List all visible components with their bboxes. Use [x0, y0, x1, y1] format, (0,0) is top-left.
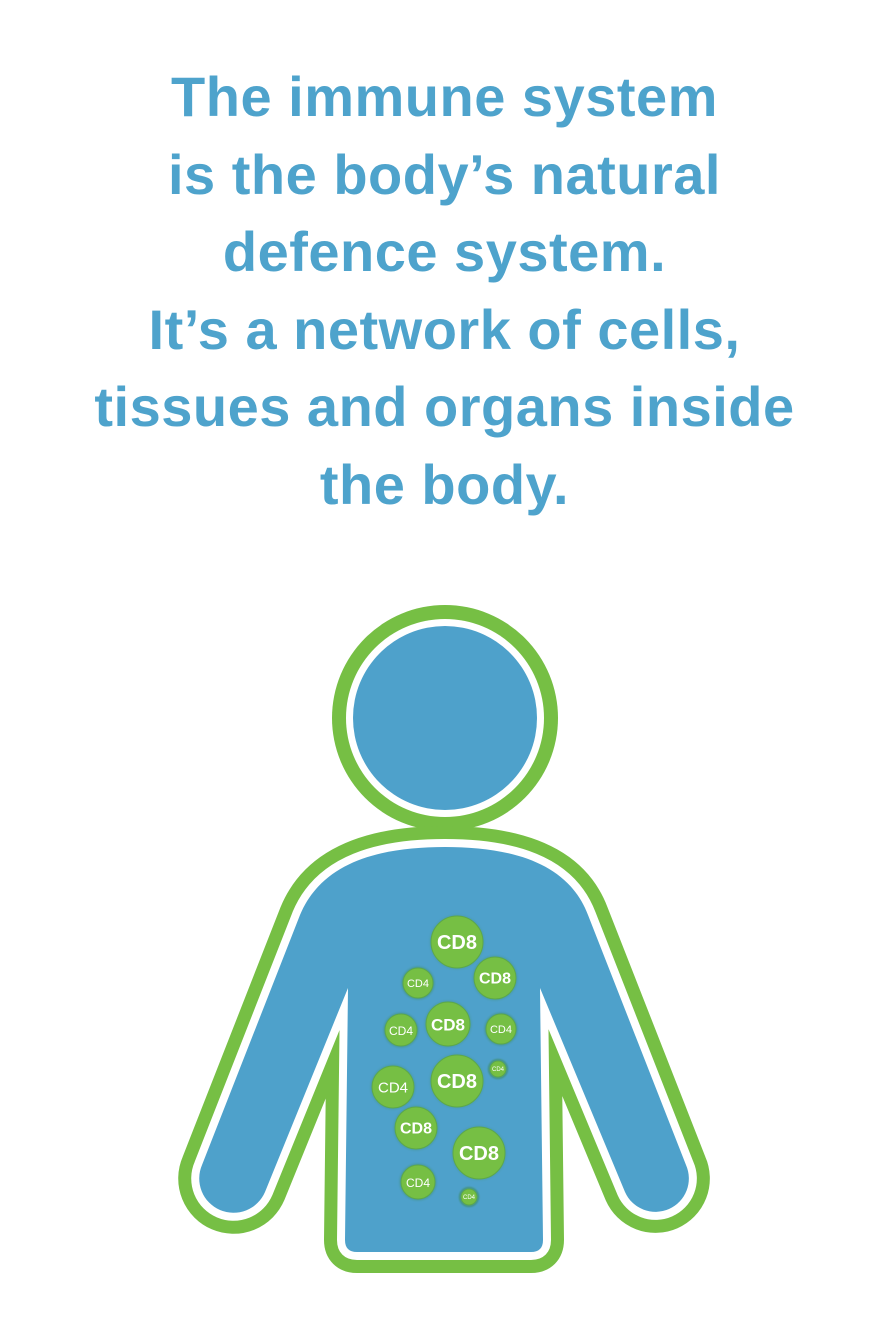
- cd8-cell: CD8: [449, 1123, 509, 1183]
- headline-line: the body.: [319, 452, 570, 516]
- cd4-cell: CD4: [368, 1062, 418, 1112]
- head: [332, 605, 558, 831]
- cell-label: CD8: [400, 1121, 432, 1138]
- headline: The immune system is the body’s natural …: [0, 58, 889, 523]
- cell-label: CD4: [463, 1195, 476, 1201]
- headline-line: It’s a network of cells,: [148, 297, 741, 361]
- cell-label: CD8: [431, 1016, 465, 1035]
- cd4-cell: CD4: [381, 1010, 421, 1050]
- cd8-cell: CD8: [470, 953, 520, 1003]
- cell-label: CD8: [437, 1071, 477, 1093]
- headline-line: is the body’s natural: [168, 142, 721, 206]
- cd4-cell: CD4: [482, 1010, 520, 1048]
- cd8-cell: CD8: [427, 1051, 487, 1111]
- cell-label: CD8: [479, 971, 511, 988]
- cd8-cell: CD8: [422, 998, 474, 1050]
- cd4-cell: CD4: [399, 964, 437, 1002]
- cell-label: CD4: [492, 1067, 505, 1073]
- cd4-cell: CD4: [457, 1185, 481, 1209]
- cell-label: CD8: [459, 1143, 499, 1165]
- headline-line: The immune system: [171, 65, 718, 128]
- headline-line: defence system.: [222, 220, 667, 283]
- cell-label: CD8: [437, 932, 477, 954]
- cell-label: CD4: [389, 1024, 413, 1038]
- cd4-cell: CD4: [486, 1057, 510, 1081]
- cell-label: CD4: [406, 1176, 430, 1190]
- cell-label: CD4: [378, 1080, 408, 1097]
- headline-line: tissues and organs inside: [94, 375, 795, 438]
- cd8-cell: CD8: [427, 912, 487, 972]
- cd4-cell: CD4: [397, 1161, 439, 1203]
- cell-label: CD4: [490, 1024, 512, 1036]
- cell-label: CD4: [407, 978, 429, 990]
- cd8-cell: CD8: [391, 1103, 441, 1153]
